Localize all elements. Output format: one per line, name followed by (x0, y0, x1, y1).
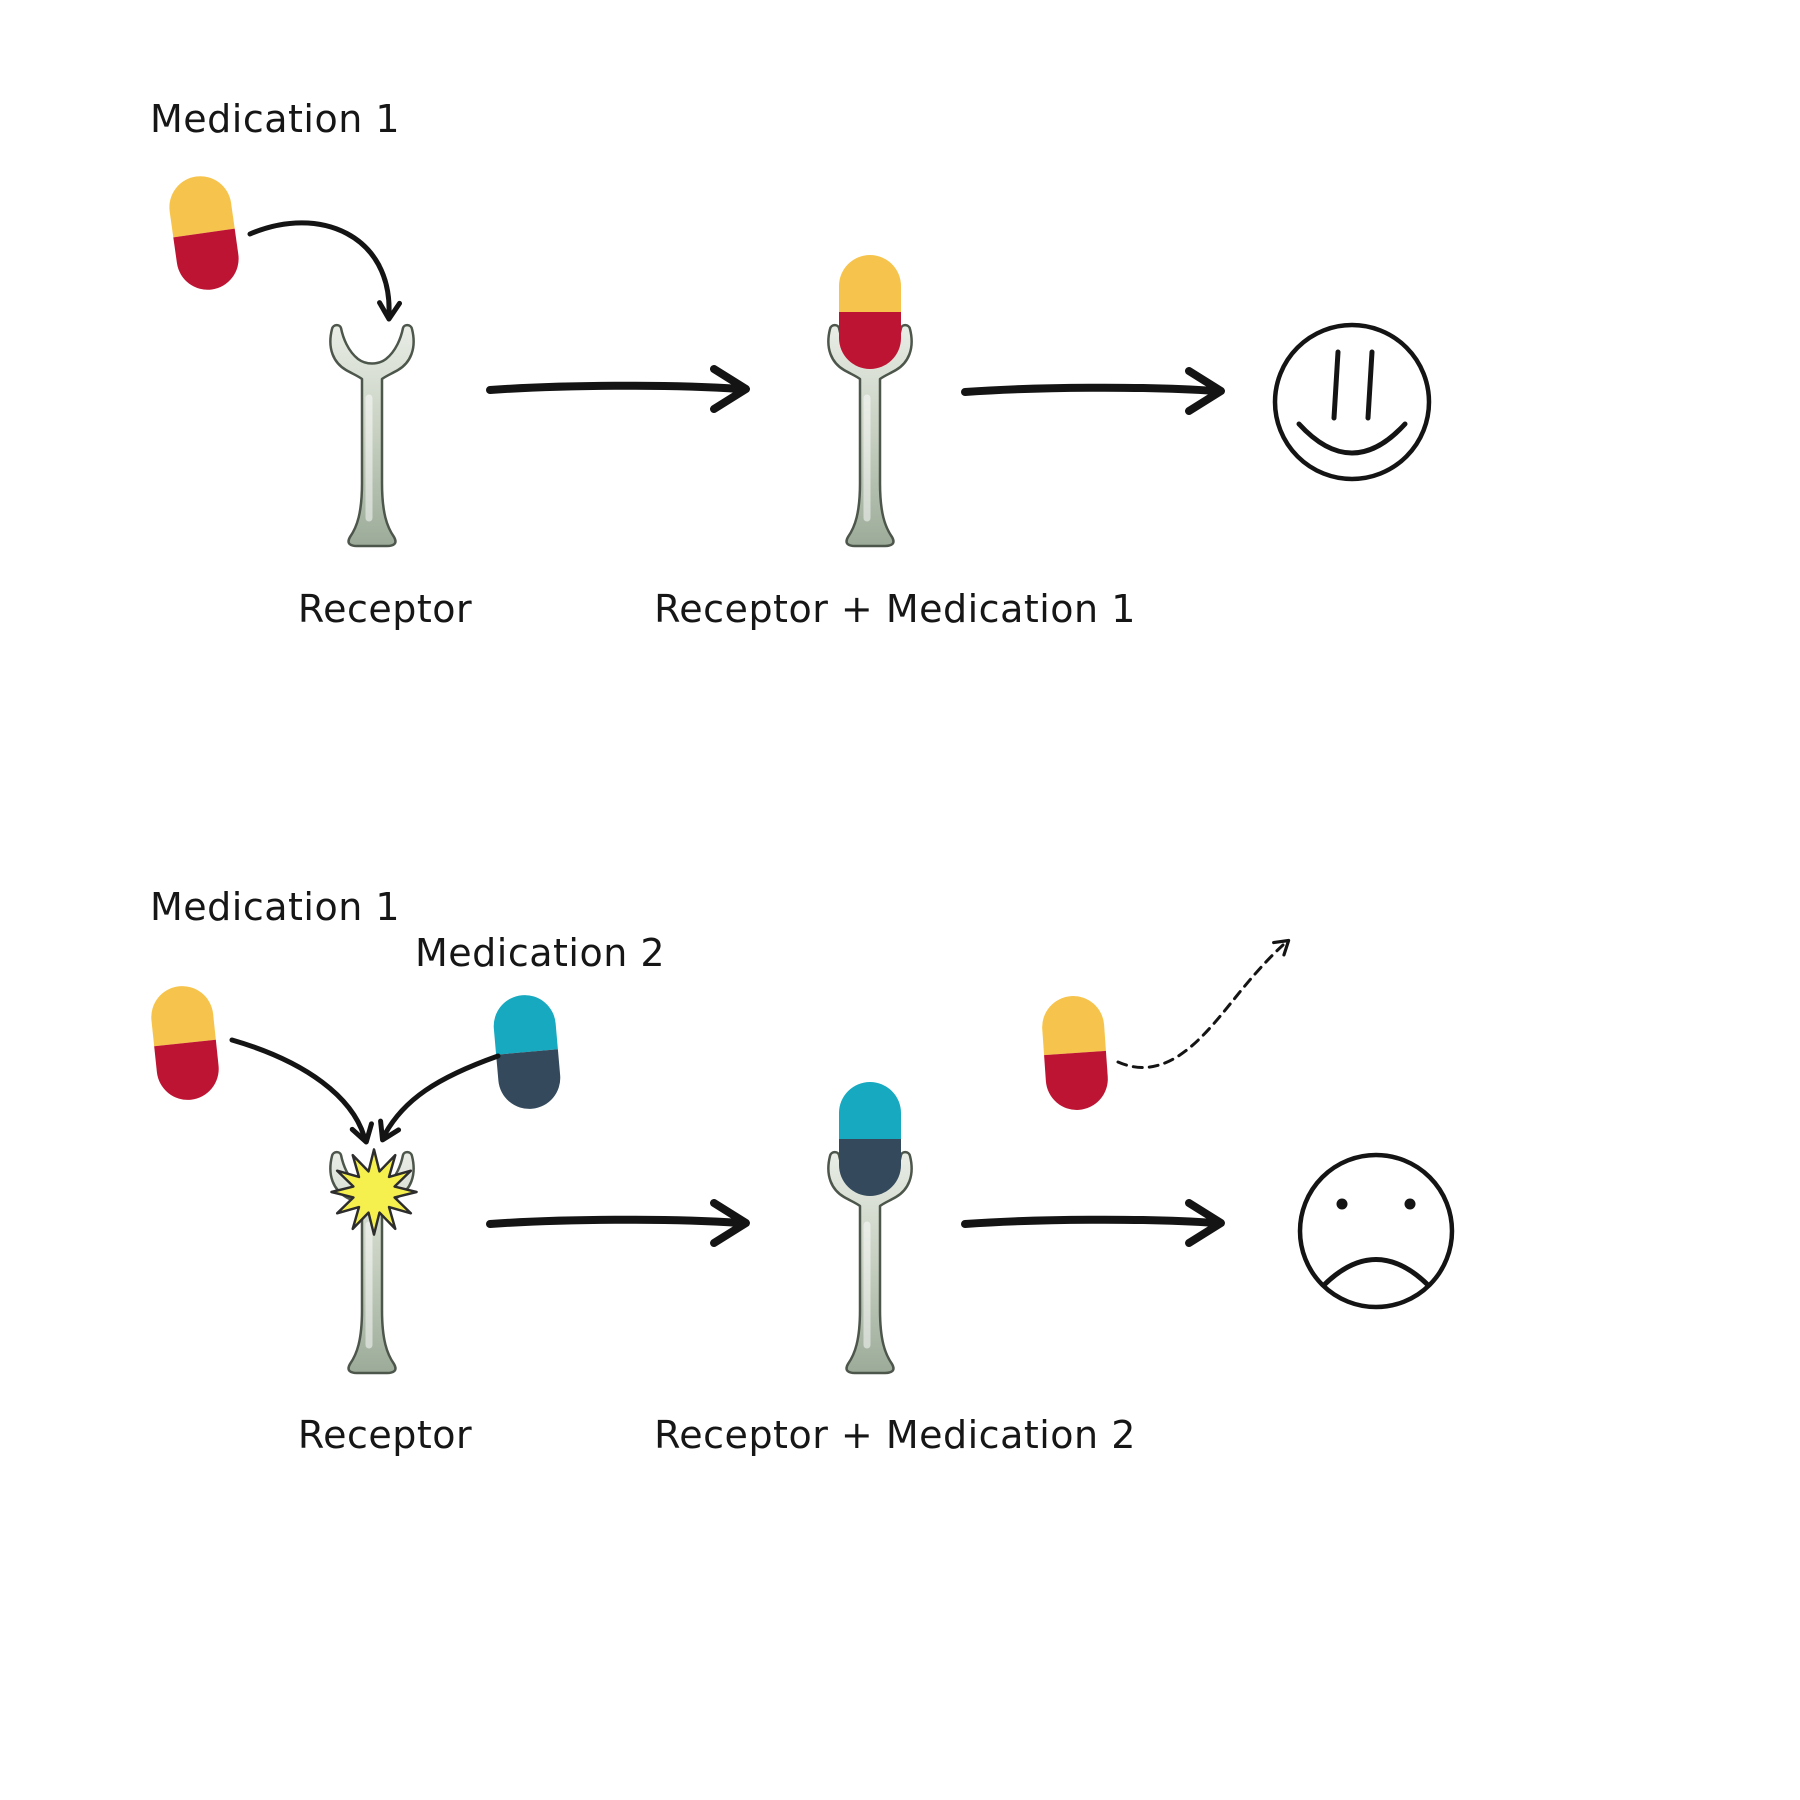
flow-arrow-4 (961, 1203, 1221, 1243)
pill-top-half (165, 172, 235, 238)
receptor-with-medication2 (828, 1082, 911, 1373)
pill-bottom-half (173, 228, 243, 294)
receptor-medication1-label: Receptor + Medication 1 (654, 587, 1136, 631)
medication2-label: Medication 2 (415, 931, 665, 975)
medication1-pill-2 (148, 983, 222, 1103)
receptor-with-conflict (330, 1148, 418, 1373)
binding-arrow-med1 (229, 1037, 376, 1145)
pill-top-half (491, 992, 558, 1055)
flow-arrow-3 (486, 1203, 746, 1243)
pill-top-half (1040, 993, 1106, 1056)
happy-face-icon (1272, 322, 1432, 482)
pill-bottom-half (496, 1049, 563, 1112)
bound-medication2-pill (839, 1082, 901, 1196)
pill-top-half (839, 1082, 901, 1139)
receptor-empty (330, 325, 413, 546)
sad-face-icon (1297, 1152, 1455, 1310)
receptor-label: Receptor (298, 587, 472, 631)
binding-arrow-med2 (374, 1053, 501, 1144)
receptor-medication2-label: Receptor + Medication 2 (654, 1413, 1136, 1457)
pill-bottom-half (1044, 1050, 1110, 1113)
binding-arrow-top (247, 220, 400, 319)
receptor-with-medication1 (828, 255, 911, 546)
displacement-dashed-arrow (1116, 932, 1296, 1069)
medication2-pill (491, 992, 563, 1112)
receptor-label-2: Receptor (298, 1413, 472, 1457)
medication1-label: Medication 1 (150, 97, 400, 141)
pill-top-half (839, 255, 901, 312)
pill-bottom-half (154, 1039, 222, 1103)
medication1-label-2: Medication 1 (150, 885, 400, 929)
pill-top-half (148, 983, 216, 1047)
medication1-pill (165, 172, 243, 294)
bound-medication1-pill (839, 255, 901, 369)
displaced-medication1-pill (1040, 993, 1110, 1113)
flow-arrow-2 (961, 371, 1221, 411)
flow-arrow-1 (486, 369, 746, 409)
